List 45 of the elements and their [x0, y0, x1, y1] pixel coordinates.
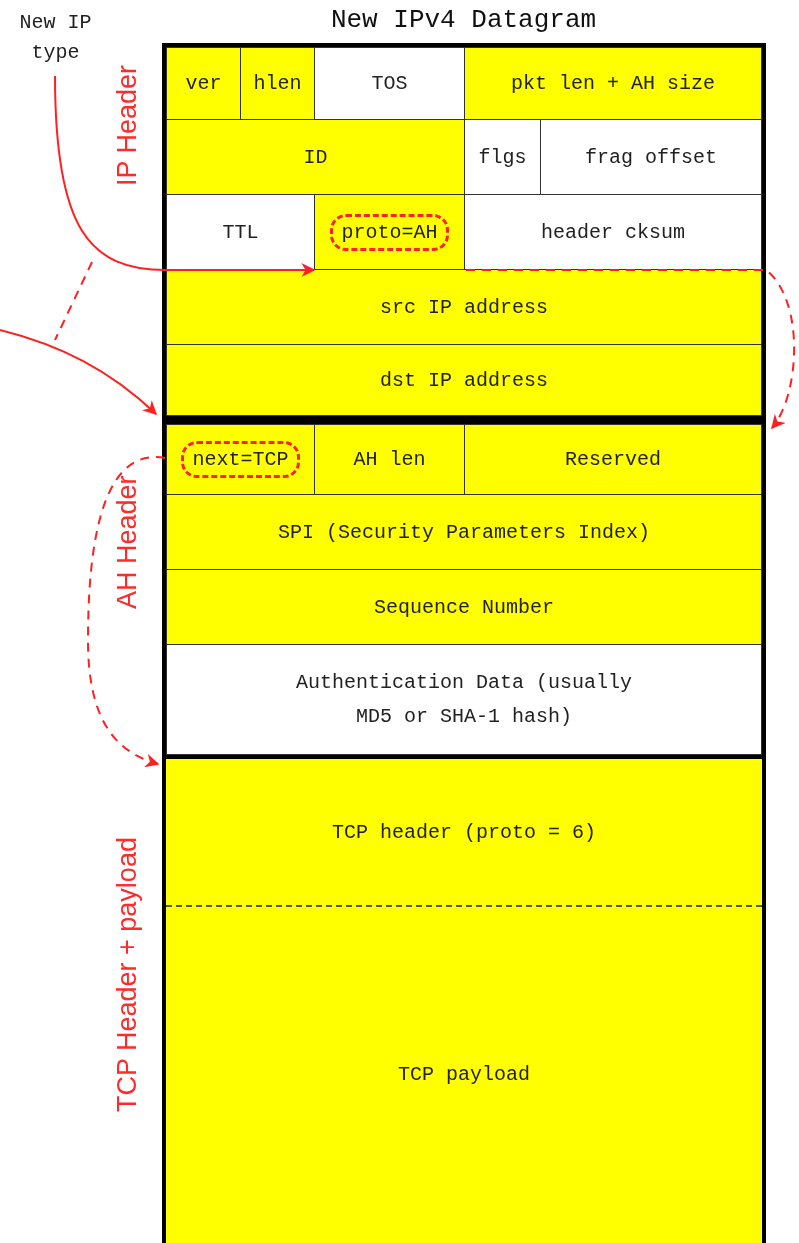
field-cell: [314, 424, 465, 495]
field-text: frag offset: [585, 145, 717, 169]
dashed-arrow: [465, 269, 796, 430]
field-text: ver: [185, 72, 222, 95]
section-label: TCP Header + payload: [112, 836, 143, 1115]
diagram-title: New IPv4 Datagram: [329, 4, 598, 36]
annotation-text: New IP type: [8, 8, 103, 74]
field-text: AH len: [353, 448, 426, 471]
field-text: flgs: [478, 145, 527, 169]
field-text: hlen: [253, 72, 302, 95]
field-text: TCP payload: [398, 1063, 530, 1086]
field-text: TTL: [222, 220, 259, 244]
arrow: [54, 75, 316, 277]
field-cell: [464, 47, 762, 120]
field-text: TCP header (proto = 6): [331, 821, 596, 844]
field-text: Authentication Data (usually MD5 or SHA-1 hash): [294, 669, 634, 730]
field-cell: [166, 47, 241, 120]
field-cell: [166, 494, 762, 570]
field-cell: [166, 906, 762, 1243]
field-cell: [314, 194, 465, 270]
header-section: [162, 43, 766, 420]
highlighted-field-text: next=TCP: [181, 441, 300, 478]
section-label: AH Header: [112, 474, 143, 611]
arrow: [0, 329, 158, 415]
field-cell: [166, 119, 465, 195]
highlighted-field-text: proto=AH: [330, 213, 449, 251]
field-cell: [166, 759, 762, 906]
field-cell: [166, 569, 762, 645]
field-text: header cksum: [541, 220, 685, 244]
field-text: Reserved: [565, 448, 661, 471]
field-cell: [166, 269, 762, 345]
field-text: ID: [303, 145, 328, 169]
field-cell: [166, 344, 762, 416]
field-text: dst IP address: [380, 368, 548, 392]
field-cell: [464, 424, 762, 495]
field-cell: [166, 644, 762, 755]
field-text: pkt len + AH size: [510, 72, 715, 95]
field-text: src IP address: [380, 295, 548, 319]
section-label: IP Header: [112, 63, 143, 188]
field-cell: [240, 47, 315, 120]
dashed-arrow: [87, 456, 166, 767]
field-cell: [166, 424, 315, 495]
field-text: SPI (Security Parameters Index): [277, 520, 651, 544]
field-text: TOS: [371, 72, 408, 95]
field-text: Sequence Number: [374, 595, 554, 619]
